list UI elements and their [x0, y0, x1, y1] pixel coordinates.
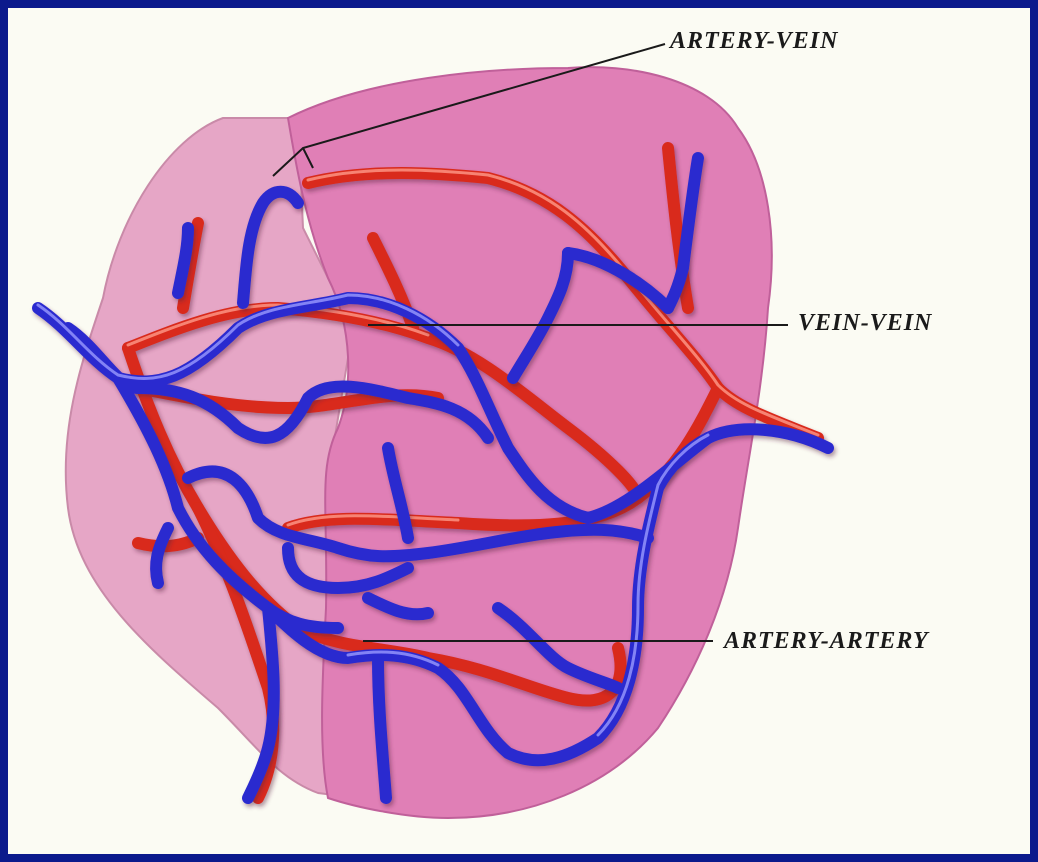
vein-vein-label: VEIN-VEIN — [798, 310, 932, 337]
diagram-frame: ARTERY-VEIN VEIN-VEIN ARTERY-ARTERY — [8, 8, 1030, 854]
placenta-diagram — [8, 8, 1030, 854]
artery-artery-label: ARTERY-ARTERY — [724, 628, 929, 655]
artery-vein-label: ARTERY-VEIN — [670, 28, 838, 55]
